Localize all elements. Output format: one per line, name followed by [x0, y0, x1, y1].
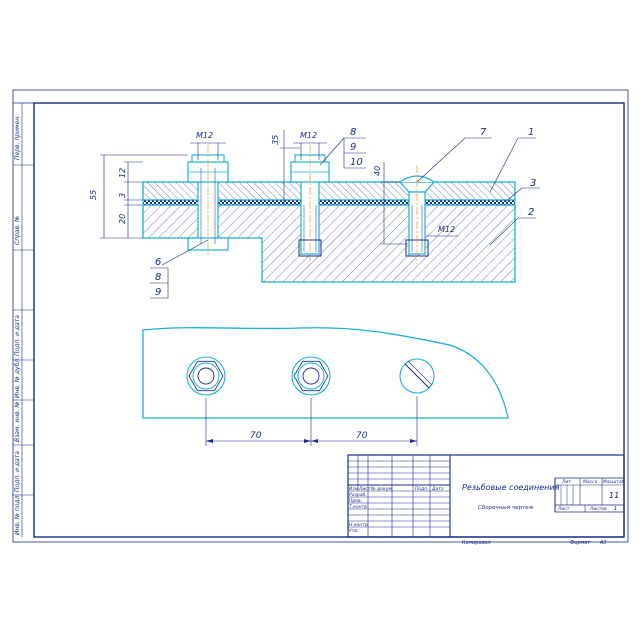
dim-thread-left: M12	[196, 131, 213, 140]
plan-hole-mid	[291, 356, 331, 396]
tb-row-prov: Пров.	[349, 498, 362, 504]
stamp-label-3: Инв. № дубл.	[14, 357, 21, 398]
callout-10: 10	[350, 157, 363, 168]
dim-thread-right: M12	[438, 225, 455, 234]
plan-hole-left	[186, 356, 226, 396]
dim-top-plate: 12	[118, 168, 127, 178]
tb-col-izm: Изм	[349, 486, 359, 492]
drawing-subtitle: Сборочный чертеж	[478, 505, 534, 511]
plan-outline	[142, 327, 509, 419]
tb-col-list: Лист	[358, 486, 371, 492]
tb-sheets-value: 1	[614, 506, 617, 512]
drawing-title: Резьбовые соединения	[462, 483, 560, 492]
dim-bottom-part: 20	[118, 214, 127, 224]
tb-row-nkontr: Н.контр.	[349, 522, 369, 528]
tb-scale-label: Масштаб	[603, 479, 625, 485]
tb-mass-label: Масса	[583, 479, 598, 485]
tb-lit-label: Лит.	[561, 479, 572, 485]
callout-1: 1	[528, 127, 534, 138]
title-block: Изм Лист № докум. Подп. Дата Разраб. Про…	[347, 454, 625, 546]
tb-format-label: Формат	[570, 540, 591, 546]
dim-stud-length: 35	[271, 135, 280, 145]
stamp-label-2: Подп. и дата	[14, 315, 21, 356]
stamp-label-1: Справ. №	[14, 216, 21, 245]
dim-screw-length: 40	[373, 166, 382, 176]
tb-sheets-label: Листов	[589, 506, 607, 512]
stamp-label-5: Подп. и дата	[14, 451, 21, 492]
dim-thread-mid: M12	[300, 131, 317, 140]
plan-hole-right	[399, 358, 435, 394]
tb-row-tkontr: Т.контр.	[349, 504, 369, 510]
callout-2: 2	[528, 207, 534, 218]
outer-frame	[12, 89, 629, 543]
through-bolt	[187, 145, 229, 256]
callout-3: 3	[530, 178, 536, 189]
tb-copied: Копировал	[462, 540, 491, 546]
stamp-label-4: Взам. инв. №	[14, 401, 21, 442]
callout-8-mid: 8	[350, 127, 356, 138]
tb-sheet-label: Лист	[557, 506, 570, 512]
plan-view: 70 70	[142, 327, 509, 446]
dim-gasket: 3	[118, 193, 127, 198]
section-view: 55 12 3 20 35 40 M12 M12 M12 6 8	[89, 127, 540, 299]
tb-scale-value: 11	[609, 491, 619, 500]
callout-9-mid: 9	[350, 142, 356, 153]
callout-8-left: 8	[155, 272, 161, 283]
tb-col-sign: Подп.	[415, 486, 429, 492]
countersunk-screw	[398, 165, 436, 264]
dim-pitch-2: 70	[356, 431, 368, 441]
stamp-label-0: Перв. примен.	[14, 115, 21, 160]
dim-total-height: 55	[89, 190, 98, 200]
tb-row-razrab: Разраб.	[349, 492, 367, 498]
callout-7: 7	[480, 127, 487, 138]
stamp-label-6: Инв. № подл.	[14, 494, 21, 535]
tb-col-doc: № докум.	[370, 486, 393, 492]
tb-format-value: A3	[599, 540, 607, 546]
tb-row-utv: Утв.	[349, 528, 358, 534]
callout-6: 6	[155, 257, 161, 268]
side-stamp: Перв. примен. Справ. № Подп. и дата Инв.…	[13, 102, 34, 537]
dim-pitch-1: 70	[250, 431, 262, 441]
stud	[290, 145, 330, 262]
gasket-part-3	[142, 199, 516, 206]
callout-9-left: 9	[155, 287, 161, 298]
tb-col-date: Дата	[431, 486, 444, 492]
inner-frame	[33, 102, 625, 538]
